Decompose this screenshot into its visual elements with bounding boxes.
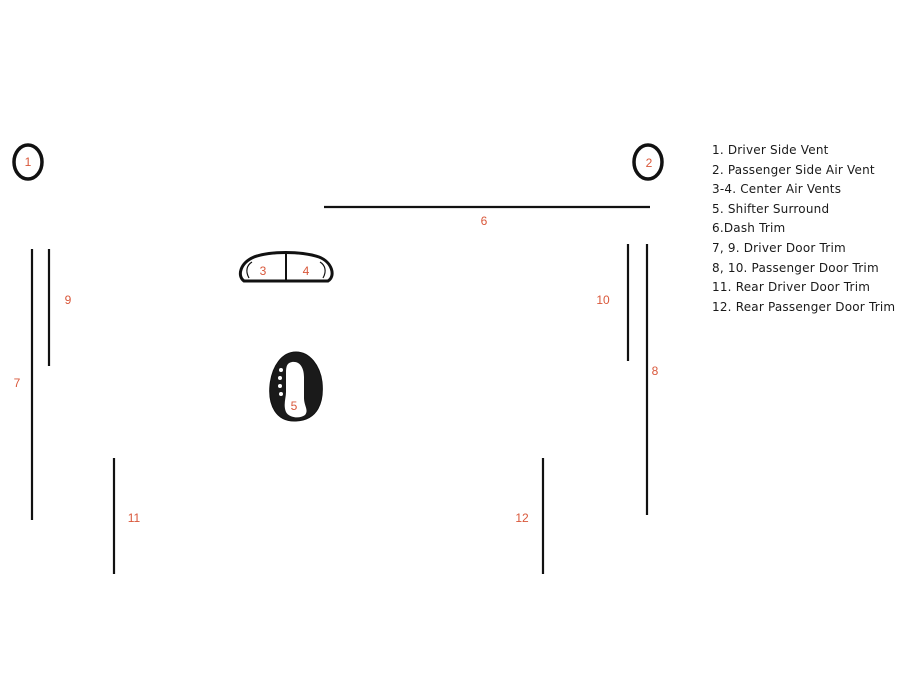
parts-legend: 1. Driver Side Vent 2. Passenger Side Ai… (712, 142, 895, 318)
label-8: 8 (652, 364, 659, 378)
legend-item: 11. Rear Driver Door Trim (712, 280, 871, 295)
label-7: 7 (14, 376, 21, 390)
shifter-indicator-dot (279, 392, 283, 396)
legend-item: 1. Driver Side Vent (712, 143, 829, 157)
label-1: 1 (25, 155, 32, 169)
label-5: 5 (291, 399, 298, 413)
label-2: 2 (646, 156, 653, 170)
legend-item: 3-4. Center Air Vents (712, 182, 842, 197)
label-10: 10 (596, 293, 610, 307)
passenger-side-vent-ring (632, 143, 664, 181)
legend-item: 7, 9. Driver Door Trim (712, 240, 846, 255)
label-12: 12 (515, 511, 529, 525)
legend-item: 12. Rear Passenger Door Trim (712, 299, 896, 314)
legend-item: 5. Shifter Surround (712, 201, 830, 216)
legend-item: 6.Dash Trim (712, 221, 786, 236)
legend-item: 2. Passenger Side Air Vent (712, 162, 875, 177)
driver-side-vent-ring (12, 143, 44, 181)
label-11: 11 (128, 511, 141, 525)
center-vent-left-inner (246, 261, 253, 279)
shifter-indicator-dot (278, 376, 282, 380)
center-vents-outline (238, 251, 334, 283)
label-9: 9 (65, 293, 72, 307)
shifter-gate-slot (284, 361, 307, 418)
shifter-indicator-dot (279, 368, 283, 372)
center-vent-right-inner (319, 261, 326, 279)
label-4: 4 (303, 264, 310, 278)
label-3: 3 (260, 264, 267, 278)
legend-item: 8, 10. Passenger Door Trim (712, 260, 879, 275)
label-6: 6 (481, 214, 488, 228)
shifter-indicator-dot (278, 384, 282, 388)
